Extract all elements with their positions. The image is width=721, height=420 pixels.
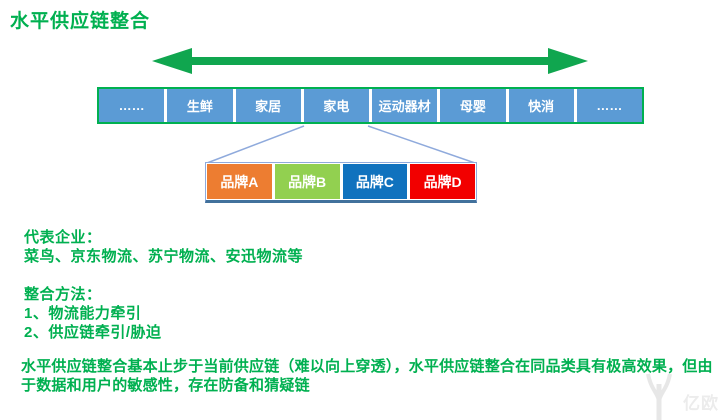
- methods-item-1: 1、物流能力牵引: [24, 305, 142, 322]
- brand-group: 品牌A 品牌B 品牌C 品牌D: [205, 162, 477, 203]
- representatives-heading: 代表企业：: [24, 229, 102, 246]
- brand-box-b: 品牌B: [274, 164, 340, 199]
- category-box-fresh: 生鲜: [167, 89, 233, 122]
- brand-box-c: 品牌C: [342, 164, 408, 199]
- category-box-ellipsis-right: ……: [576, 89, 642, 122]
- representatives-body: 菜鸟、京东物流、苏宁物流、安迅物流等: [24, 248, 304, 265]
- category-box-appliances: 家电: [303, 89, 369, 122]
- methods-item-2: 2、供应链牵引/胁迫: [24, 324, 162, 341]
- page-title: 水平供应链整合: [10, 11, 151, 32]
- horizontal-double-arrow: [152, 48, 588, 74]
- category-box-sports: 运动器材: [372, 89, 438, 122]
- brand-box-d: 品牌D: [410, 164, 475, 199]
- category-box-home: 家居: [235, 89, 301, 122]
- category-box-mother-baby: 母婴: [440, 89, 506, 122]
- category-row: …… 生鲜 家居 家电 运动器材 母婴 快消 ……: [97, 87, 644, 124]
- brand-box-a: 品牌A: [207, 164, 272, 199]
- summary-paragraph: 水平供应链整合基本止步于当前供应链（难以向上穿透），水平供应链整合在同品类具有极…: [21, 358, 713, 394]
- methods-heading: 整合方法：: [24, 286, 102, 303]
- category-box-fmcg: 快消: [508, 89, 574, 122]
- category-box-ellipsis-left: ……: [99, 89, 165, 122]
